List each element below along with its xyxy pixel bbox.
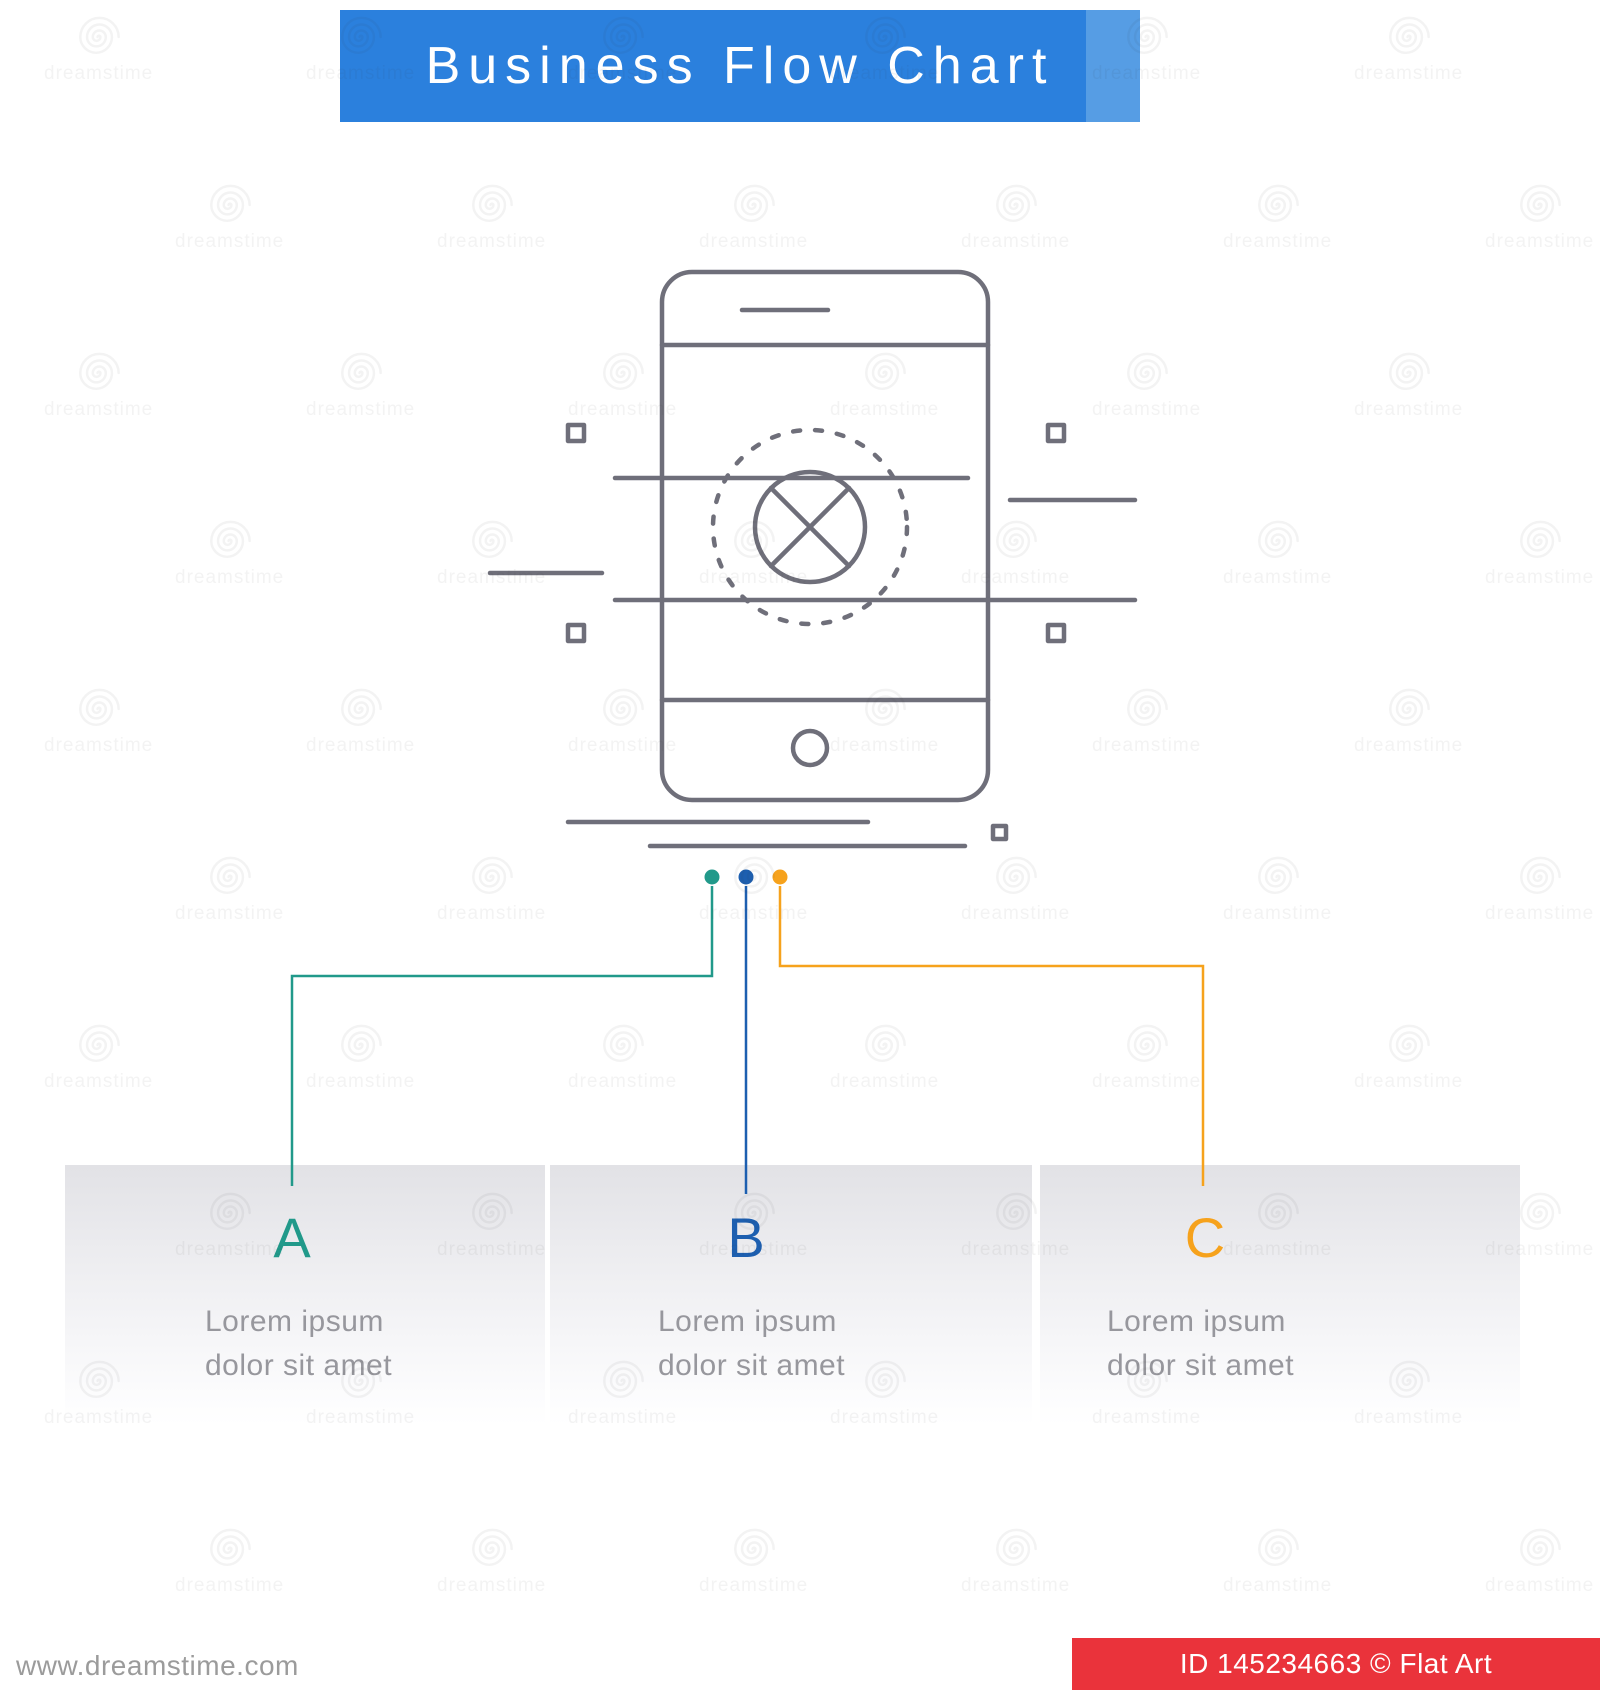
ground-square [990, 823, 1009, 842]
step-description-c: Lorem ipsum dolor sit amet [1107, 1300, 1294, 1387]
step-panel-a [65, 1165, 545, 1425]
page-title: Business Flow Chart [425, 37, 1055, 95]
phone-body [659, 269, 991, 803]
step-label-c: C [1184, 1206, 1226, 1269]
data-square-bottom-right [1045, 622, 1067, 644]
step-description-a-line1: Lorem ipsum [205, 1305, 384, 1338]
connector-dot-c [772, 869, 788, 885]
image-credit-bar: ID 145234663 © Flat Art [1072, 1638, 1600, 1690]
step-description-b: Lorem ipsum dolor sit amet [658, 1300, 845, 1387]
data-square-top-left [565, 422, 587, 444]
step-label-a: A [273, 1206, 311, 1269]
step-description-b-line2: dolor sit amet [658, 1348, 846, 1382]
connector-line-c [778, 886, 1205, 1186]
connector-line-a [290, 886, 714, 1186]
step-description-c-line2: dolor sit amet [1107, 1348, 1295, 1382]
step-description-a-line2: dolor sit amet [205, 1348, 393, 1382]
step-description-a: Lorem ipsum dolor sit amet [205, 1300, 392, 1387]
dashed-circle [710, 427, 910, 627]
mobile-analysis-icon [487, 269, 1138, 849]
data-square-top-right [1045, 422, 1067, 444]
watermark-url: www.dreamstime.com [16, 1650, 299, 1681]
data-square-bottom-left [565, 622, 587, 644]
phone-home-button [790, 728, 830, 768]
step-description-c-line1: Lorem ipsum [1107, 1305, 1286, 1338]
step-label-b: B [727, 1206, 765, 1269]
connector-dot-b [738, 869, 754, 885]
step-description-b-line1: Lorem ipsum [658, 1305, 837, 1338]
connector-dot-a [704, 869, 720, 885]
icon-strokes [487, 269, 1138, 849]
